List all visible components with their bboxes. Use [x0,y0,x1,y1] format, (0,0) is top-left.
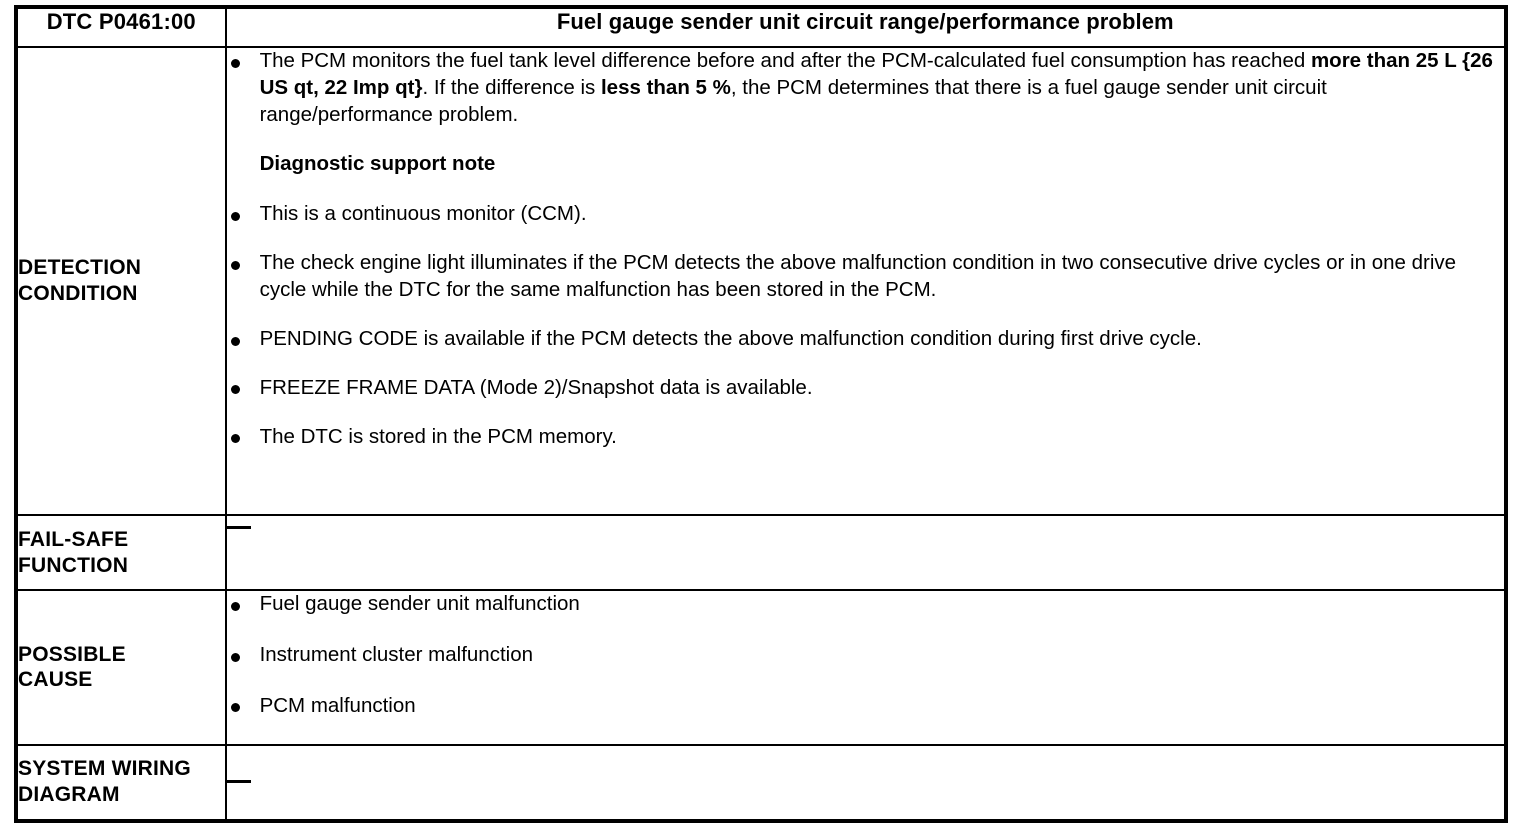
bullet-icon [230,434,240,444]
list-item: The check engine light illuminates if th… [227,250,1504,304]
table-row: FAIL-SAFE FUNCTION [15,514,1508,591]
row-label-possible-cause: POSSIBLE CAUSE [15,589,227,746]
list-item: FREEZE FRAME DATA (Mode 2)/Snapshot data… [227,375,1504,402]
list-item-text: Fuel gauge sender unit malfunction [259,592,580,615]
list-item: Instrument cluster malfunction [227,642,1504,669]
bullet-icon [230,260,240,270]
dtc-title-header: Fuel gauge sender unit circuit range/per… [224,6,1508,48]
list-item: PCM malfunction [227,693,1504,720]
bullet-icon [230,703,240,713]
list-item-text: PENDING CODE is available if the PCM det… [259,326,1202,350]
table-row: DETECTION CONDITION The PCM monitors the… [15,46,1508,516]
list-item: This is a continuous monitor (CCM). [227,201,1504,228]
list-item: Fuel gauge sender unit malfunction [227,591,1504,618]
list-item-text: Instrument cluster malfunction [259,642,534,666]
table-header-row: DTC P0461:00 Fuel gauge sender unit circ… [15,6,1508,48]
bullet-icon [230,212,240,222]
list-item-text: The DTC is stored in the PCM memory. [259,424,617,448]
list-item: The PCM monitors the fuel tank level dif… [227,48,1504,129]
table-row: SYSTEM WIRING DIAGRAM [15,743,1508,822]
diagnostic-support-note-heading: Diagnostic support note [259,151,496,175]
bullet-icon [230,336,240,346]
list-item: PENDING CODE is available if the PCM det… [227,326,1504,353]
row-label-fail-safe-function: FAIL-SAFE FUNCTION [15,514,227,591]
row-label-system-wiring-diagram: SYSTEM WIRING DIAGRAM [15,743,227,822]
bullet-icon [230,601,240,611]
list-item-text: The PCM monitors the fuel tank level dif… [259,49,1493,126]
list-item: The DTC is stored in the PCM memory. [227,424,1504,451]
row-content-system-wiring-diagram [224,743,1508,822]
list-item-text: The check engine light illuminates if th… [259,251,1457,302]
row-content-fail-safe-function [224,514,1508,591]
bullet-icon [230,385,240,395]
em-dash-placeholder [226,780,251,784]
list-item-text: FREEZE FRAME DATA (Mode 2)/Snapshot data… [259,375,813,399]
list-item-text: PCM malfunction [259,693,416,717]
table-row: POSSIBLE CAUSE Fuel gauge sender unit ma… [15,589,1508,746]
bullet-icon [230,652,240,662]
dtc-diagnostic-table: DTC P0461:00 Fuel gauge sender unit circ… [14,5,1508,823]
dtc-code-header: DTC P0461:00 [15,6,227,48]
bullet-icon [230,58,240,68]
row-content-detection-condition: The PCM monitors the fuel tank level dif… [224,46,1508,516]
list-item-text: This is a continuous monitor (CCM). [259,202,587,226]
row-label-detection-condition: DETECTION CONDITION [15,46,227,516]
em-dash-placeholder [226,525,251,529]
